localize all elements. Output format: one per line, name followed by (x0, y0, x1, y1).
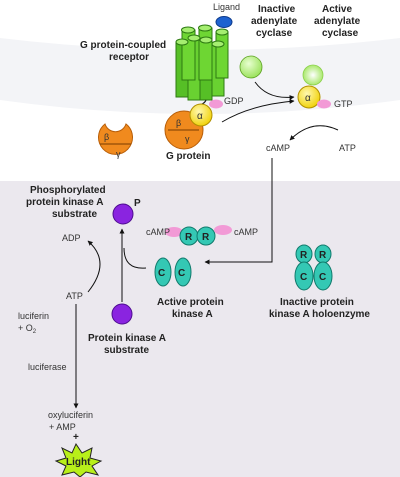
gdp-molecule (209, 99, 223, 109)
c-label-2: C (178, 268, 185, 279)
phospho-label-line1: Phosphorylated (30, 185, 106, 196)
luciferin-label: luciferin (18, 311, 49, 321)
pka-substrate-label-line1: Protein kinase A (88, 333, 166, 344)
arrow-gprotein-to-cyclase (221, 98, 295, 123)
free-gamma-symbol: γ (116, 149, 121, 159)
cytoplasm-region (0, 181, 400, 477)
phospho-label-line3: substrate (52, 209, 97, 220)
arrow-atp-to-adp (87, 240, 101, 293)
luciferase-label: luciferase (28, 362, 67, 372)
phospho-label-line2: protein kinase A (26, 197, 103, 208)
gtp-molecule (317, 99, 331, 109)
o2-subscript: 2 (33, 329, 37, 335)
holo-r-label-1: R (300, 250, 308, 261)
inactive-adenylate-cyclase (239, 55, 263, 79)
inactive-ac-label-line2: adenylate (251, 16, 298, 27)
camp-left-label: cAMP (146, 227, 170, 237)
catalytic-subunit-2 (174, 257, 192, 287)
atp-left-label: ATP (66, 291, 83, 301)
active-pka-label-line1: Active protein (157, 297, 224, 308)
c-label-1: C (158, 268, 165, 279)
camp-top-label: cAMP (266, 143, 290, 153)
g-beta-symbol: β (176, 118, 181, 128)
ligand-label: Ligand (213, 2, 240, 12)
inactive-ac-label-line3: cyclase (256, 28, 293, 39)
gtp-label: GTP (334, 99, 353, 109)
active-alpha-symbol: α (305, 93, 311, 104)
ligand (215, 16, 233, 28)
gdp-label: GDP (224, 96, 244, 106)
holo-c-label-1: C (300, 272, 307, 283)
pka-substrate (111, 303, 133, 325)
arrow-pka-catalysis (123, 247, 147, 269)
camp-right-label: cAMP (234, 227, 258, 237)
g-protein-label: G protein (166, 151, 210, 162)
free-beta-symbol: β (104, 132, 109, 142)
plus-sign: + (73, 432, 79, 443)
phosphate-p-label: P (134, 198, 141, 209)
holoenzyme-c-2 (313, 261, 333, 291)
arrow-camp-to-pka (204, 158, 273, 265)
g-protein-complex (164, 103, 213, 150)
adp-label: ADP (62, 233, 81, 243)
active-pka-label-line2: kinase A (172, 309, 213, 320)
holo-c-label-2: C (319, 272, 326, 283)
holoenzyme-c-1 (294, 261, 314, 291)
holo-r-label-2: R (319, 250, 327, 261)
arrow-atp-to-camp (289, 125, 339, 141)
regulatory-subunit-2 (196, 226, 216, 246)
plus-o2-text: + O (18, 323, 33, 333)
gpcr-label-line1: G protein-coupled (80, 40, 166, 51)
plus-amp-label: + AMP (49, 422, 76, 432)
active-g-alpha (297, 85, 321, 109)
gpcr-receptor (175, 24, 229, 119)
inactive-ac-label-line1: Inactive (258, 4, 296, 15)
inactive-pka-label-line1: Inactive protein (280, 297, 354, 308)
active-adenylate-cyclase (302, 64, 324, 86)
g-beta-gamma-subunit (98, 123, 133, 155)
camp-molecule-right (214, 225, 232, 235)
camp-molecule-left (165, 227, 183, 237)
light-label: Light (66, 457, 91, 468)
phosphorylated-substrate (112, 203, 134, 225)
r-label-1: R (185, 232, 193, 243)
catalytic-subunit-1 (154, 257, 172, 287)
oxyluciferin-label: oxyluciferin (48, 410, 93, 420)
atp-top-label: ATP (339, 143, 356, 153)
inactive-pka-label-line2: kinase A holoenzyme (269, 309, 370, 320)
active-ac-label-line2: adenylate (314, 16, 361, 27)
pka-substrate-label-line2: substrate (104, 345, 149, 356)
r-label-2: R (202, 232, 210, 243)
arrow-cyclase-activation (254, 81, 295, 100)
g-gamma-symbol: γ (185, 134, 190, 144)
active-ac-label-line1: Active (322, 4, 352, 15)
gpcr-label-line2: receptor (109, 52, 149, 63)
g-alpha-symbol: α (197, 111, 203, 122)
active-ac-label-line3: cyclase (322, 28, 359, 39)
light-burst (54, 442, 103, 477)
plus-o2-label: + O2 (18, 323, 37, 335)
